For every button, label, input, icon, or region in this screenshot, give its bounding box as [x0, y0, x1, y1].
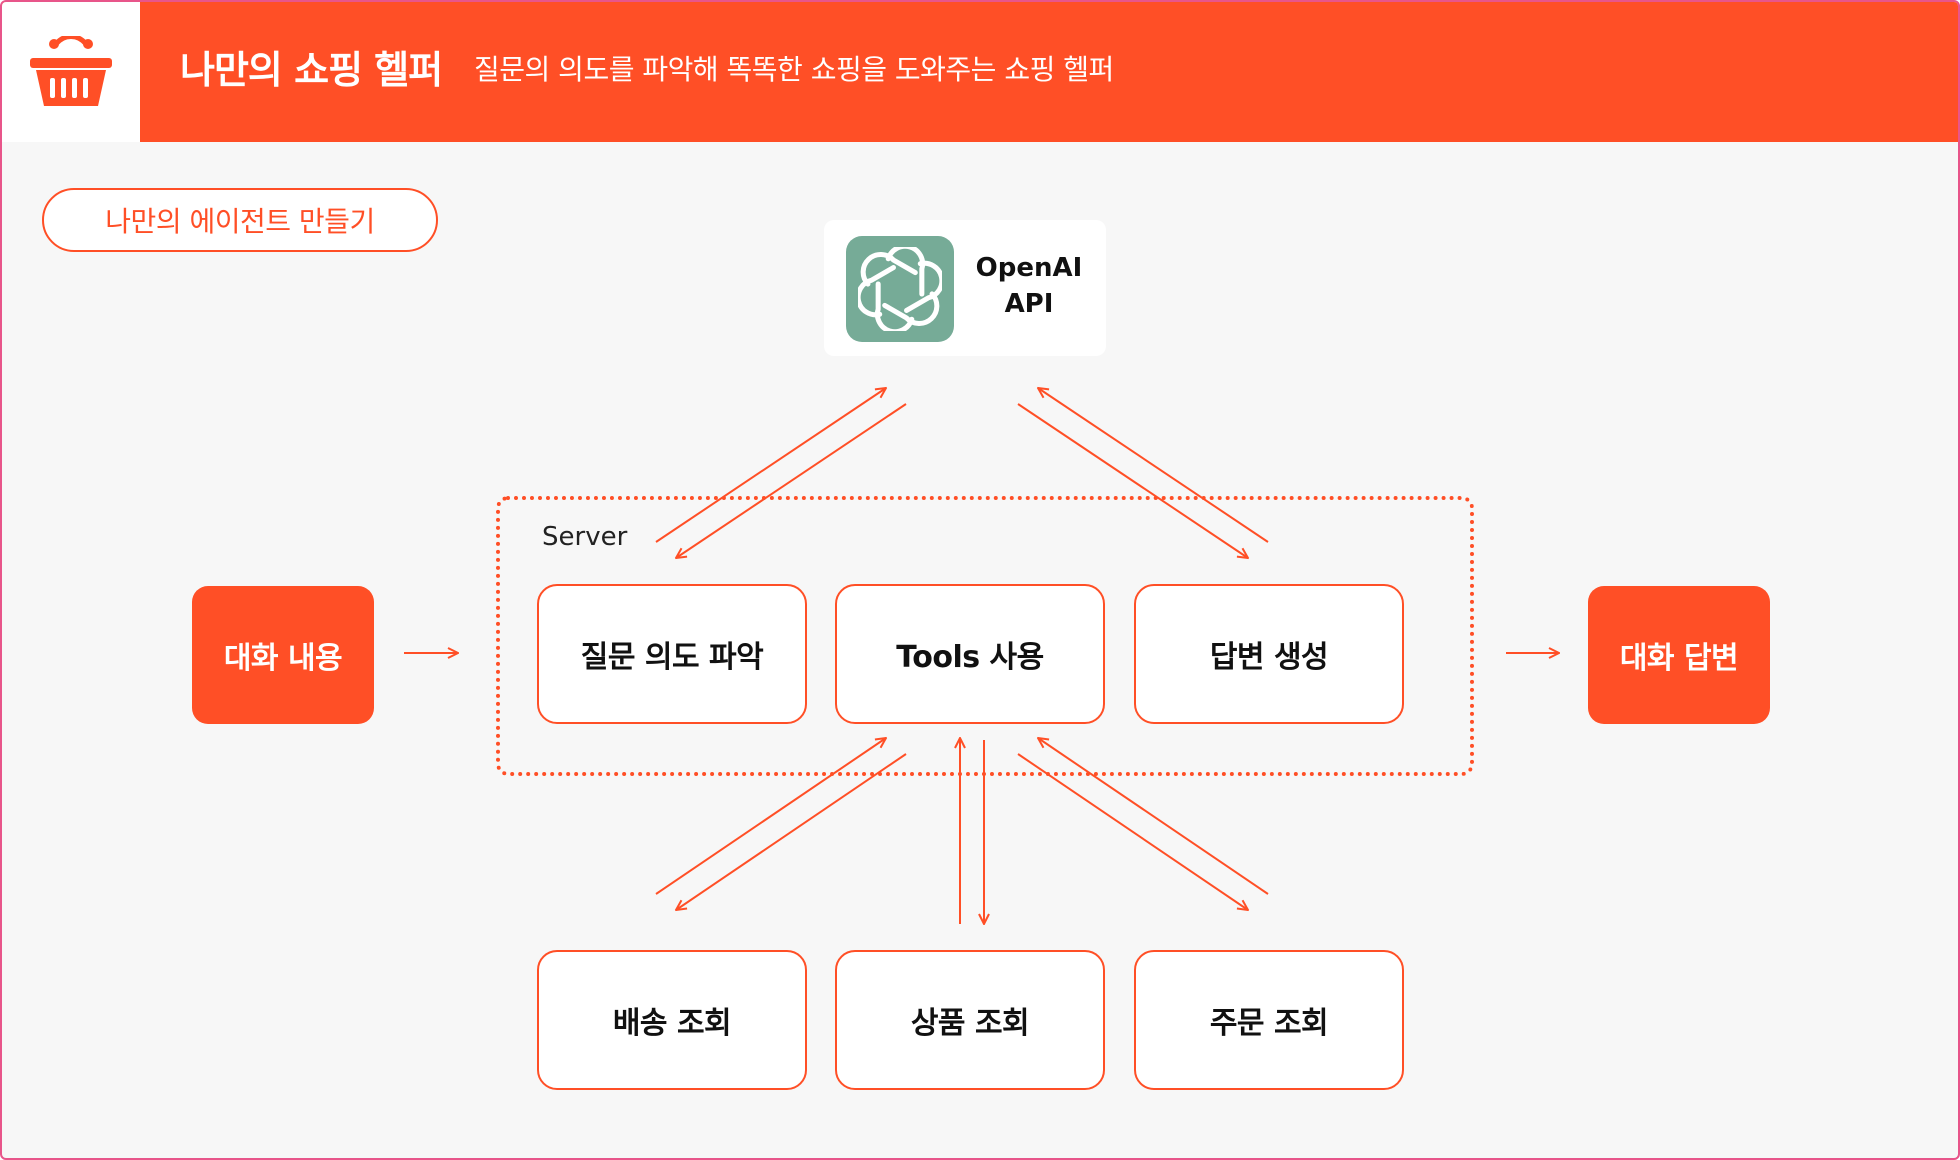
shopping-basket-icon — [30, 36, 112, 106]
tools-node: Tools 사용 — [835, 584, 1105, 724]
arrow-openai-to-intent — [676, 403, 907, 558]
conversation-output-box: 대화 답변 — [1588, 586, 1770, 724]
order-node: 주문 조회 — [1134, 950, 1404, 1090]
openai-logo-icon — [858, 247, 942, 331]
intent-node: 질문 의도 파악 — [537, 584, 807, 724]
conversation-input-box: 대화 내용 — [192, 586, 374, 724]
openai-api-card: OpenAI API — [824, 220, 1106, 356]
app-header: 나만의 쇼핑 헬퍼 질문의 의도를 파악해 똑똑한 쇼핑을 도와주는 쇼핑 헬퍼 — [2, 2, 1958, 142]
delivery-node: 배송 조회 — [537, 950, 807, 1090]
logo — [2, 2, 140, 142]
app-subtitle: 질문의 의도를 파악해 똑똑한 쇼핑을 도와주는 쇼핑 헬퍼 — [474, 53, 1114, 86]
openai-label: OpenAI API — [964, 250, 1094, 322]
arrow-intent-to-openai — [655, 388, 886, 543]
arrow-openai-to-answer — [1017, 403, 1248, 558]
arrow-delivery-to-tools — [655, 738, 886, 895]
openai-label-line1: OpenAI — [975, 253, 1083, 283]
openai-logo — [846, 236, 954, 342]
arrow-order-to-tools — [1038, 738, 1269, 895]
arrow-tools-to-delivery — [676, 753, 907, 910]
arrow-answer-to-openai — [1038, 388, 1269, 543]
agent-tag-pill[interactable]: 나만의 에이전트 만들기 — [42, 188, 438, 252]
openai-label-line2: API — [1004, 289, 1054, 319]
product-node: 상품 조회 — [835, 950, 1105, 1090]
app-title: 나만의 쇼핑 헬퍼 — [180, 48, 443, 92]
arrow-tools-to-order — [1017, 753, 1248, 910]
answer-node: 답변 생성 — [1134, 584, 1404, 724]
server-label: Server — [542, 522, 628, 552]
